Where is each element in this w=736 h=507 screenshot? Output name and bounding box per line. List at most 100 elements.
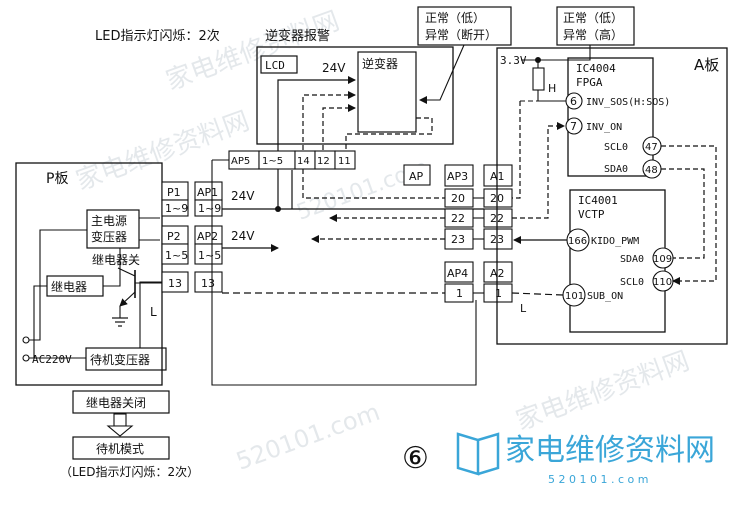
ac-terminal-bottom — [22, 354, 30, 362]
pullup-resistor — [532, 67, 545, 91]
ic4004-pin6-num: 6 — [570, 95, 577, 108]
inverter-alarm-label: 逆变器报警 — [265, 28, 330, 44]
a2-pin-1: 1 — [495, 287, 502, 300]
p-board-label: P板 — [46, 171, 68, 187]
ic4004-type: FPGA — [576, 76, 603, 89]
voltage-24v-line2: 24V — [231, 229, 255, 243]
ap1-pins: 1~9 — [198, 202, 221, 215]
standby-mode-label: 待机模式 — [96, 442, 144, 456]
ic4001-name: IC4001 — [578, 194, 618, 207]
callout-left-pointer — [419, 44, 465, 104]
ap2-label: AP2 — [197, 230, 218, 243]
ic4001-pin166-num: 166 — [568, 236, 587, 247]
flow-down-arrow-icon — [106, 413, 134, 437]
main-transformer-line1: 主电源 — [91, 214, 127, 228]
wire-inverter-to-11 — [345, 117, 433, 150]
ic4001-pin109-num: 109 — [653, 254, 672, 265]
ap-label: AP — [409, 170, 424, 183]
wire-14-to-ap3-20 — [302, 169, 445, 199]
p-board-outline — [15, 162, 163, 386]
a-board-outline — [496, 47, 728, 345]
p2-pins: 1~5 — [165, 249, 188, 262]
wire-sda48-to-sda109 — [661, 168, 705, 259]
brand-watermark-cn: 家电维修资料网 — [505, 433, 715, 468]
ic4004-pin6-name: INV_SOS(H:SOS) — [586, 97, 670, 108]
ap5-connector-row — [228, 150, 356, 170]
ic4001-scl-name: SCL0 — [620, 277, 644, 288]
ap4-label: AP4 — [447, 267, 468, 280]
ic4004-sda-name: SDA0 — [604, 164, 628, 175]
p1-label: P1 — [167, 186, 181, 199]
inverter-24v-label: 24V — [322, 61, 346, 75]
p1-pins: 1~9 — [165, 202, 188, 215]
voltage-24v-line1: 24V — [231, 189, 255, 203]
l-label-sub-on: L — [520, 302, 527, 315]
ic4004-box — [567, 57, 654, 177]
a-board-label: A板 — [694, 56, 719, 74]
ic4004-pin7-num: 7 — [570, 120, 577, 133]
ac220v-label: AC220V — [32, 353, 72, 366]
ic4004-pin47-num: 47 — [645, 142, 658, 153]
main-transformer-box — [86, 209, 140, 249]
ic4001-kido-name: KIDO_PWM — [591, 236, 639, 247]
ap13-label: 13 — [201, 277, 215, 290]
relay-close-label: 继电器关闭 — [86, 396, 146, 410]
relay-close-box — [72, 390, 170, 414]
ic4004-pin7-name: INV_ON — [586, 122, 622, 133]
ground-l-label: L — [150, 305, 157, 319]
callout-left-line1: 正常（低） — [425, 11, 485, 25]
ap2-pins: 1~5 — [198, 249, 221, 262]
wire-ap-rail — [211, 160, 477, 386]
wire-scl47-to-scl110 — [661, 145, 717, 285]
main-transformer-line2: 变压器 — [91, 229, 127, 244]
ap5-pin-2: 12 — [317, 156, 330, 167]
ap5-pin-0: 1~5 — [262, 156, 283, 167]
callout-right-line1: 正常（低） — [563, 11, 623, 25]
watermark-faint-cn-3: 家电维修资料网 — [512, 346, 693, 436]
ic4001-pin101-num: 101 — [565, 291, 584, 302]
ap5-pin-3: 11 — [338, 156, 351, 167]
ic4001-pin110-num: 110 — [653, 277, 672, 288]
standby-transformer-box — [85, 347, 167, 371]
led-blink-top-label: LED指示灯闪烁：2次 — [95, 28, 220, 44]
p2-label: P2 — [167, 230, 181, 243]
p13-label: 13 — [168, 277, 182, 290]
ap5-label: AP5 — [231, 156, 250, 167]
relay-label: 继电器 — [51, 280, 87, 294]
lcd-box — [260, 55, 298, 74]
h-label: H — [548, 82, 556, 95]
ap3-label: AP3 — [447, 170, 468, 183]
standby-transformer-label: 待机变压器 — [90, 352, 150, 367]
wire-12-to-inverter — [322, 104, 356, 150]
ap1-label: AP1 — [197, 186, 218, 199]
ap-label-box — [403, 164, 431, 186]
ap5-pin-1: 14 — [297, 156, 310, 167]
ic4001-type: VCTP — [578, 208, 605, 221]
inverter-box — [357, 51, 417, 133]
callout-right-line2: 异常（高） — [563, 27, 623, 42]
wire-relay-to-transformer — [103, 248, 121, 287]
transistor-emitter — [119, 291, 136, 307]
ap-connector-column — [194, 181, 223, 293]
ap4-pin-1: 1 — [456, 287, 463, 300]
wire-standby-to-13 — [139, 281, 162, 348]
supply-3v3-label: 3.3V — [500, 54, 527, 67]
callout-left-box — [417, 6, 512, 46]
ap3-pin-22: 22 — [451, 212, 465, 225]
ap3-pin-20: 20 — [451, 192, 465, 205]
junction-24v — [275, 206, 281, 212]
wire-sub-on-to-a2 — [511, 292, 564, 296]
figure-number: ⑥ — [402, 441, 429, 476]
inverter-module-box — [256, 46, 454, 145]
ic4004-pin48-num: 48 — [645, 165, 658, 176]
inverter-label: 逆变器 — [362, 56, 398, 71]
watermark-faint-cn-2: 家电维修资料网 — [162, 6, 343, 96]
lcd-label: LCD — [265, 59, 285, 72]
wire-14-to-inverter — [302, 91, 356, 150]
callout-left-line2: 异常（断开） — [425, 27, 497, 42]
ic4004-pin7-circle — [565, 117, 583, 135]
brand-watermark-url: 5 2 0 1 0 1 . c o m — [548, 473, 648, 486]
watermark-faint-url-1: 520101.com — [232, 398, 383, 476]
ic4001-sub-name: SUB_ON — [587, 291, 623, 302]
ic4001-sda-name: SDA0 — [620, 254, 644, 265]
